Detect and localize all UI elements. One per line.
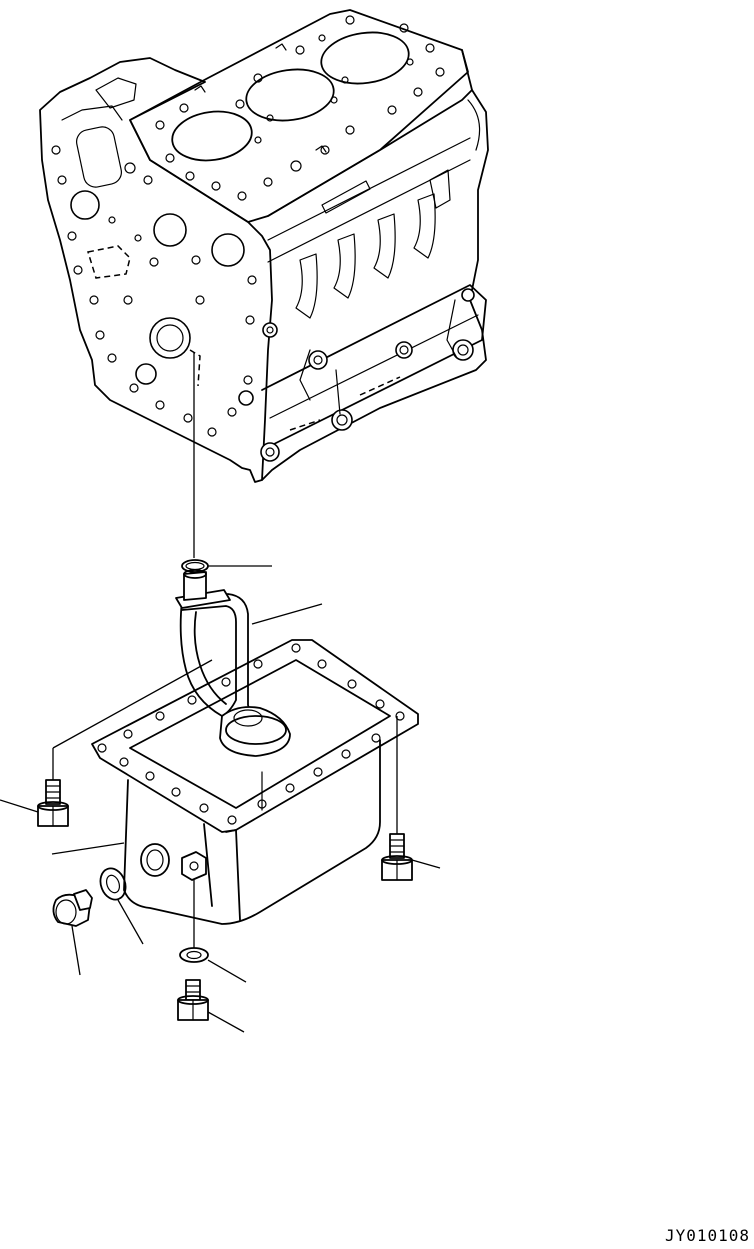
cylinder-block [40,10,488,482]
leader-lines [0,566,440,1032]
washer [180,948,208,962]
drain-plug [53,890,92,926]
pan-bolt-right [382,834,412,880]
drawing-code: JY010108 [664,1226,750,1245]
oil-strainer-pipe [176,570,290,756]
drain-gasket [96,865,129,903]
oil-pan [92,640,418,924]
bolt [178,980,208,1020]
pan-bolt-left [38,780,68,826]
